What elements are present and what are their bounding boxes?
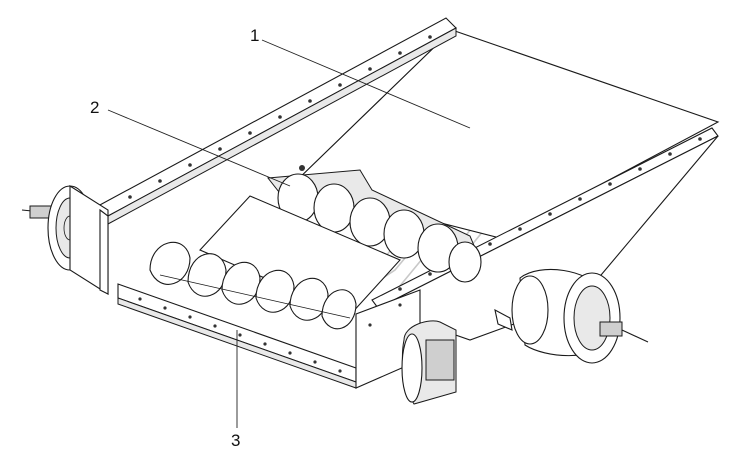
front-auger (149, 241, 357, 330)
leader-lines (107, 39, 471, 428)
callout-3: 3 (231, 431, 240, 450)
leader-line-1 (261, 39, 471, 129)
right-front-housing (355, 289, 457, 405)
leader-line-2 (107, 109, 291, 187)
callout-1: 1 (250, 26, 259, 45)
left-housing-panel (99, 208, 109, 295)
callout-2: 2 (90, 98, 99, 117)
right-end-bearing (494, 269, 649, 364)
left-end-bearing (21, 185, 109, 295)
